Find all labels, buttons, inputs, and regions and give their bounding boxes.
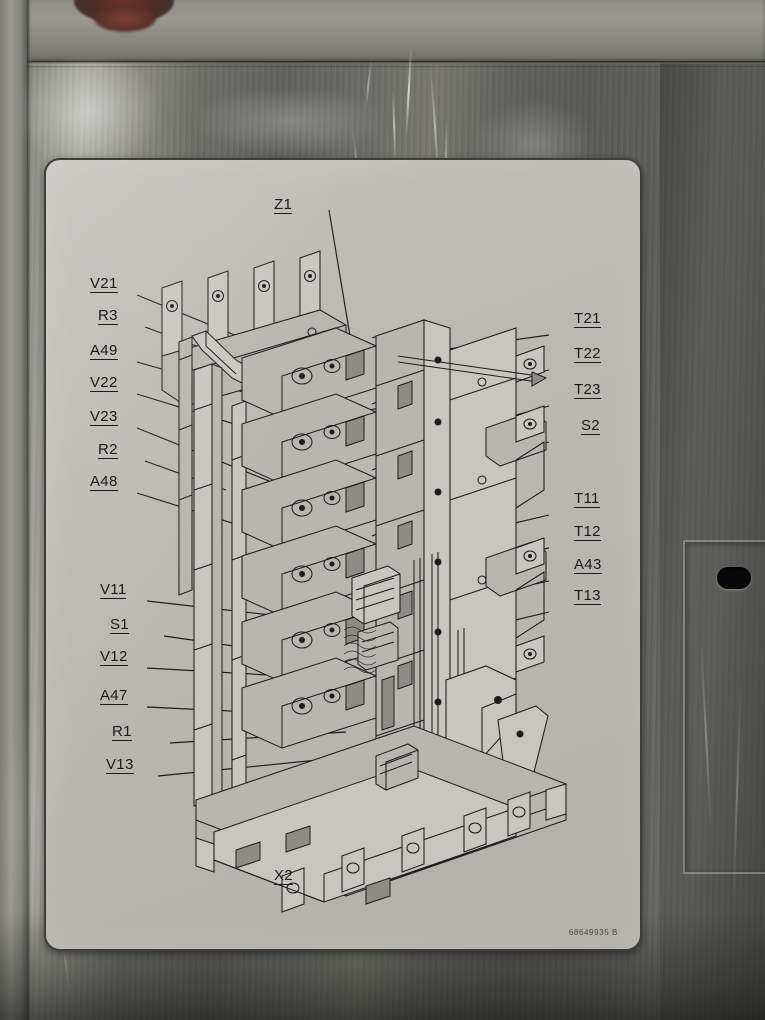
assembly-diagram-label: Z1 V21 R3 A49 V22 V23 R2 A48 V11 S1 V12 … [44,158,642,951]
cabinet-left-post [0,0,27,1020]
callout-v11: V11 [100,581,127,599]
callout-t22: T22 [574,345,601,363]
back-mounting-plate [375,319,451,787]
callout-z1: Z1 [274,196,293,214]
callout-r1: R1 [112,723,132,741]
cabinet-seam-lower [0,66,765,68]
callout-v13: V13 [106,756,134,774]
contactor-module [241,393,428,485]
right-side-frame [397,327,548,783]
callout-r3: R3 [98,307,118,325]
recessed-access-panel [683,540,765,874]
callout-v21: V21 [90,275,118,293]
technical-assembly-drawing [136,209,567,913]
cabinet-seam-upper [0,61,765,64]
callout-a49: A49 [90,342,118,360]
callout-r2: R2 [98,441,118,459]
callout-t12: T12 [574,523,601,541]
spring-bundle [343,626,377,674]
side-terminals [515,345,545,673]
callout-a43: A43 [574,556,602,574]
callout-s2: S2 [581,417,600,435]
callout-v23: V23 [90,408,118,426]
cabinet-left-post-edge [27,0,31,1020]
x2-connector-block [375,743,419,791]
callout-x2: X2 [274,867,293,885]
left-vertical-rail [193,363,223,807]
callout-t21: T21 [574,310,601,328]
callout-t23: T23 [574,381,601,399]
base-mounting-feet [281,791,531,913]
callout-t13: T13 [574,587,601,605]
callout-s1: S1 [110,616,129,634]
callout-a48: A48 [90,473,118,491]
mechanism-drawing [161,250,567,913]
callout-v12: V12 [100,648,128,666]
callout-a47: A47 [100,687,128,705]
cabinet-right-shadow [660,0,765,1020]
connector-block [343,565,401,731]
oval-port-hole [717,567,751,589]
part-number: 68649935 B [568,928,618,937]
callout-t11: T11 [574,490,600,508]
top-sticker-core [94,6,156,32]
callout-v22: V22 [90,374,118,392]
base-frame [195,725,567,913]
